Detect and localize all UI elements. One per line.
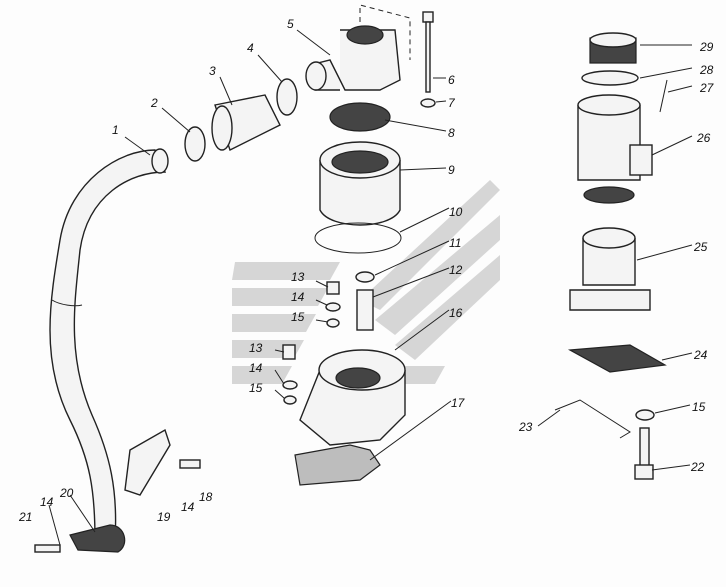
part-10-seal-ring [314, 222, 402, 254]
part-26-housing [577, 94, 653, 204]
label-26: 26 [696, 131, 711, 145]
part-2-clamp [184, 126, 206, 162]
label-20: 20 [59, 486, 74, 500]
part-24-gasket [567, 344, 667, 373]
label-1: 1 [112, 123, 119, 137]
label-11: 11 [449, 236, 461, 250]
label-21: 21 [18, 510, 32, 524]
part-22-bolt [634, 427, 654, 480]
label-23: 23 [518, 420, 533, 434]
part-12-nozzle [356, 289, 374, 331]
part-labels: 1 2 3 4 5 6 7 8 9 10 11 12 13 14 15 16 1… [18, 17, 715, 524]
part-13-bolt [326, 281, 340, 295]
part-28-ring [581, 70, 639, 86]
label-14: 14 [291, 290, 305, 304]
label-7: 7 [448, 96, 456, 110]
label-14-clamp: 14 [40, 495, 54, 509]
label-19: 19 [157, 510, 171, 524]
label-4: 4 [247, 41, 254, 55]
label-3: 3 [209, 64, 216, 78]
part-14-washer [325, 302, 341, 312]
part-13-bolt-lower [282, 344, 296, 360]
part-11-washer [355, 271, 375, 283]
label-5: 5 [287, 17, 294, 31]
label-17: 17 [451, 396, 466, 410]
label-14-lower: 14 [249, 361, 263, 375]
label-13: 13 [291, 270, 305, 284]
part-14-washer-lower [282, 380, 298, 390]
part-18-bolt [179, 459, 201, 469]
part-5-elbow [305, 25, 401, 91]
label-15: 15 [291, 310, 305, 324]
label-28: 28 [699, 63, 714, 77]
part-15-washer [326, 318, 340, 328]
part-1-pipe [49, 148, 169, 541]
label-9: 9 [448, 163, 455, 177]
part-6-stud [422, 11, 434, 93]
part-16-base [299, 349, 406, 446]
part-20-clamp [69, 524, 126, 553]
label-25: 25 [693, 240, 708, 254]
label-6: 6 [448, 73, 455, 87]
part-9-filter-body [319, 141, 401, 226]
part-3-hose [211, 94, 281, 151]
label-15-right: 15 [692, 400, 706, 414]
part-23-wire [554, 399, 631, 439]
label-22: 22 [690, 460, 705, 474]
leader-lines [48, 29, 693, 546]
part-15-washer-lower [283, 395, 297, 405]
label-10: 10 [449, 205, 463, 219]
label-27: 27 [699, 81, 715, 95]
label-14-bracket: 14 [181, 500, 195, 514]
label-18: 18 [199, 490, 213, 504]
label-16: 16 [449, 306, 463, 320]
part-21-bolt [34, 544, 61, 553]
label-15-lower: 15 [249, 381, 263, 395]
label-24: 24 [693, 348, 708, 362]
part-17-gasket [294, 444, 381, 486]
label-13-lower: 13 [249, 341, 263, 355]
part-7-washer [420, 98, 436, 108]
label-12: 12 [449, 263, 463, 277]
label-8: 8 [448, 126, 455, 140]
part-8-gasket [329, 102, 391, 132]
label-2: 2 [150, 96, 158, 110]
part-4-clamp [276, 78, 298, 116]
label-29: 29 [699, 40, 714, 54]
part-25-adapter [569, 227, 651, 311]
part-27-cotter-pin [659, 79, 668, 113]
part-15-washer-right [635, 409, 655, 421]
part-19-bracket [124, 428, 171, 496]
part-29-cap [589, 32, 637, 64]
